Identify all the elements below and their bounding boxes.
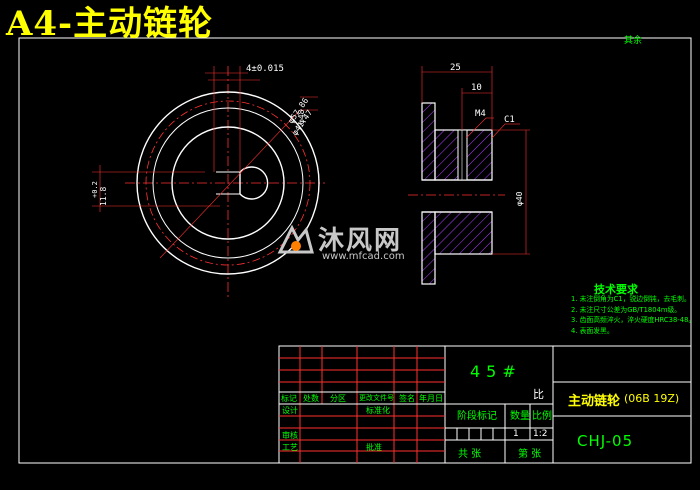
dim-chamfer: C1 [504, 115, 515, 125]
tech-requirement-item: 2. 未注尺寸公差为GB/T1804m级。 [571, 305, 682, 314]
tb-scale-value: 1:2 [533, 429, 548, 439]
tb-ratio-label: 比 [533, 388, 544, 401]
watermark-logo-icon [277, 224, 314, 254]
flange-upper [421, 102, 436, 181]
tb-header-mark: 标记 [281, 394, 297, 403]
watermark-brand: 沐风网 [318, 226, 403, 256]
bore-keyway [239, 166, 269, 200]
dim-keyway-width: 4±0.015 [246, 64, 284, 74]
tb-header-zone: 分区 [330, 394, 346, 403]
dim-hub-dia: φ40 [515, 191, 524, 206]
tb-part-name: 主动链轮 [568, 394, 621, 409]
dim-hub-width: 10 [471, 83, 482, 93]
tb-part-spec: (06B 19Z) [624, 392, 680, 405]
tb-scale-label: 比例 [532, 411, 552, 422]
tb-header-date: 年月日 [419, 394, 443, 403]
tb-standard-label: 标准化 [366, 406, 390, 415]
dim-side-width: 25 [450, 63, 461, 73]
tb-drawing-no: CHJ-05 [577, 432, 634, 450]
tech-requirement-item: 1. 未注倒角为C1，锐边倒钝，去毛刺。 [571, 295, 691, 303]
watermark-url: www.mfcad.com [322, 251, 405, 262]
tb-header-count: 处数 [303, 394, 319, 403]
m4-leader [465, 117, 487, 139]
setscrew-hole [457, 129, 468, 181]
tb-approve-label: 批准 [366, 443, 382, 452]
tb-review-label: 审核 [282, 431, 298, 440]
dim-thread: M4 [475, 109, 486, 119]
tb-process-label: 工艺 [282, 443, 298, 452]
tb-sheet-no: 第 张 [518, 449, 542, 460]
front-view [92, 66, 325, 300]
dim-key-depth: 11.8 [99, 187, 108, 206]
dim-key-depth-tol: +0.2 [91, 181, 99, 198]
pitch-circle [145, 100, 311, 266]
root-circle [152, 107, 304, 259]
c1-leader [491, 123, 506, 139]
tb-stage-label: 阶段标记 [457, 411, 497, 422]
tech-requirement-item: 3. 齿面高频淬火，淬火硬度HRC38-48。 [571, 316, 696, 324]
tb-header-change: 更改文件号 [359, 394, 394, 402]
hub-lower [434, 211, 493, 255]
outer-circle [136, 91, 320, 275]
tb-material: 45# [470, 362, 522, 381]
page-title: A4-主动链轮 [6, 4, 214, 44]
watermark: 沐风网 www.mfcad.com [276, 222, 426, 266]
tech-requirements-title: 技术要求 [594, 283, 638, 296]
roughness-note: 其余 [624, 36, 643, 46]
tech-requirement-item: 4. 表面发黑。 [571, 326, 614, 335]
tb-header-sign: 签名 [399, 394, 415, 403]
hub-circle [171, 126, 285, 240]
diam-leader [159, 109, 301, 259]
section-view [408, 66, 530, 285]
tech-requirements-list: 1. 未注倒角为C1，锐边倒钝，去毛刺。 2. 未注尺寸公差为GB/T1804m… [571, 294, 695, 336]
dim-pitch-dia: φ48 [297, 109, 306, 124]
title-block [278, 345, 692, 464]
tb-sheets-total: 共 张 [458, 449, 482, 460]
tb-design-label: 设计 [282, 406, 298, 415]
tb-weight-label: 数量 [510, 411, 530, 422]
tb-weight-value: 1 [513, 429, 519, 439]
